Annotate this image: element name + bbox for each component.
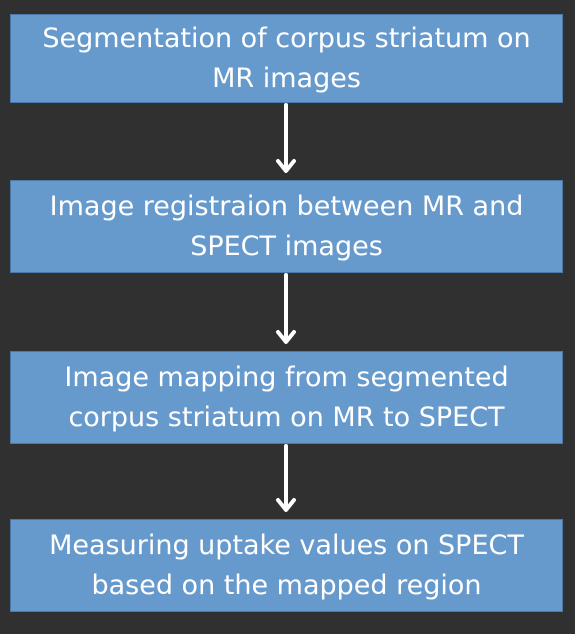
- step-text-registration: Image registraion between MR and SPECT i…: [49, 190, 524, 262]
- down-arrow-icon: [276, 103, 296, 173]
- down-arrow-icon: [276, 273, 296, 344]
- down-arrow-icon: [276, 444, 296, 512]
- step-box-mapping: Image mapping from segmented corpus stri…: [10, 351, 563, 444]
- step-text-mapping: Image mapping from segmented corpus stri…: [64, 361, 509, 433]
- step-text-measuring: Measuring uptake values on SPECT based o…: [49, 529, 524, 601]
- step-box-registration: Image registraion between MR and SPECT i…: [10, 180, 563, 273]
- step-box-measuring: Measuring uptake values on SPECT based o…: [10, 519, 563, 612]
- step-text-segmentation: Segmentation of corpus striatum on MR im…: [42, 22, 531, 94]
- step-box-segmentation: Segmentation of corpus striatum on MR im…: [10, 14, 563, 103]
